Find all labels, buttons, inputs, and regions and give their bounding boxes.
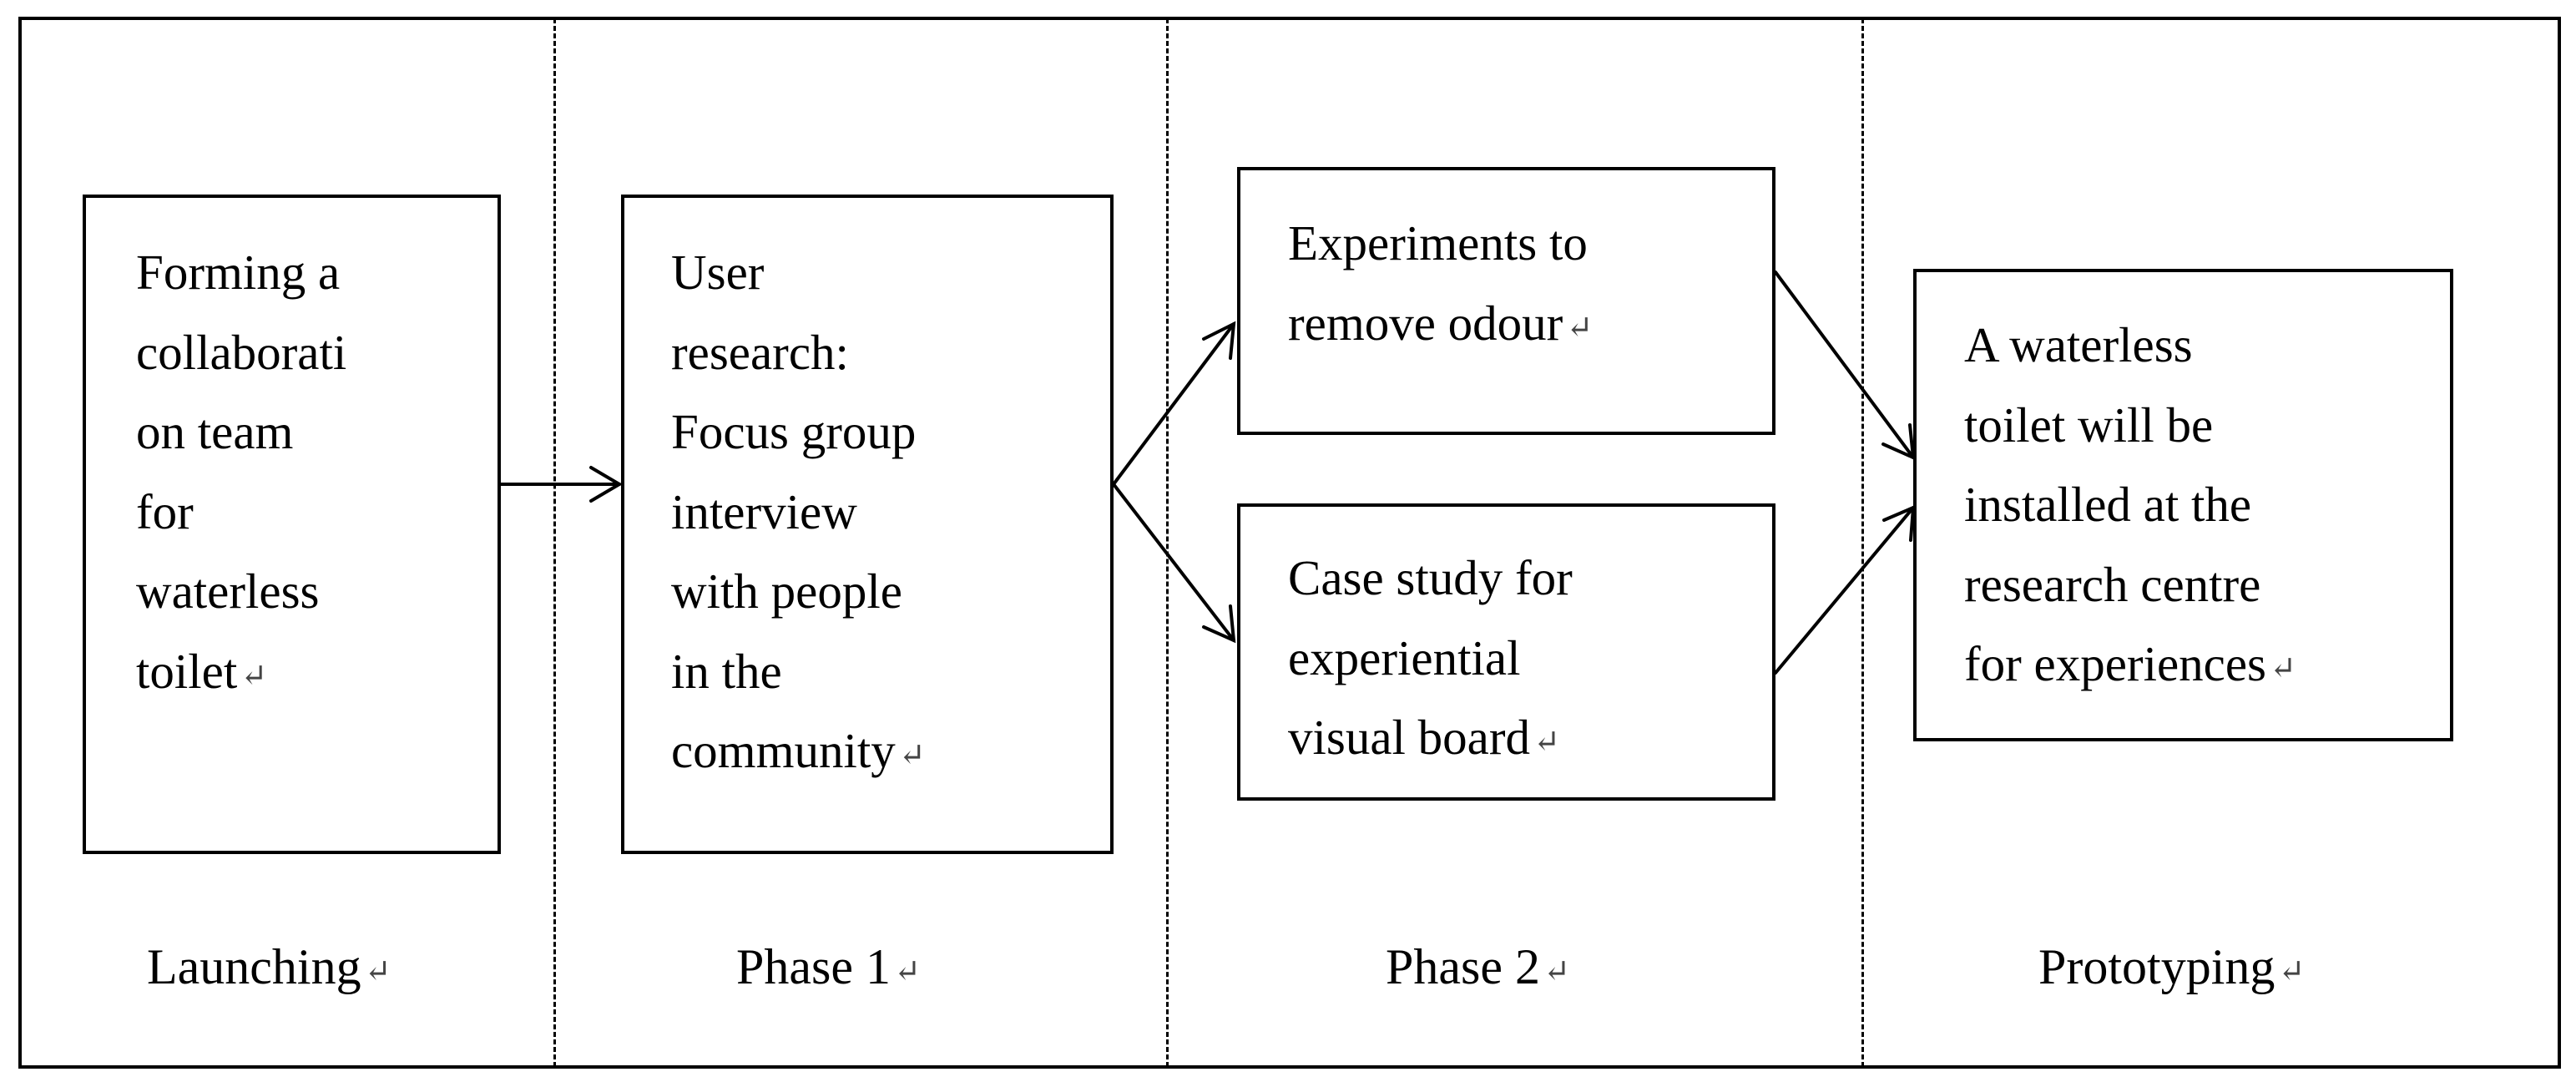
team-formation-box: Forming a collaborati on team for waterl… — [83, 195, 501, 854]
team-formation-text: Forming a collaborati on team for waterl… — [136, 245, 347, 699]
phase-divider-2 — [1166, 18, 1169, 1067]
experiments-box: Experiments to remove odour↵ — [1237, 167, 1775, 435]
phase-label-phase2: Phase 2↵ — [1386, 939, 1570, 994]
phase-label-prototyping: Prototyping↵ — [2038, 939, 2306, 994]
phase-label-phase1: Phase 1↵ — [736, 939, 921, 994]
phase-divider-1 — [553, 18, 556, 1067]
prototype-text: A waterless toilet will be installed at … — [1964, 317, 2296, 692]
phase-label-launching: Launching↵ — [147, 939, 391, 994]
phase-divider-3 — [1861, 18, 1864, 1067]
user-research-box: User research: Focus group interview wit… — [621, 195, 1114, 854]
prototype-box: A waterless toilet will be installed at … — [1913, 269, 2453, 741]
user-research-text: User research: Focus group interview wit… — [671, 245, 926, 779]
diagram-frame — [18, 17, 2561, 1069]
case-study-box: Case study for experiential visual board… — [1237, 503, 1775, 801]
case-study-text: Case study for experiential visual board… — [1288, 550, 1573, 766]
experiments-text: Experiments to remove odour↵ — [1288, 215, 1594, 351]
